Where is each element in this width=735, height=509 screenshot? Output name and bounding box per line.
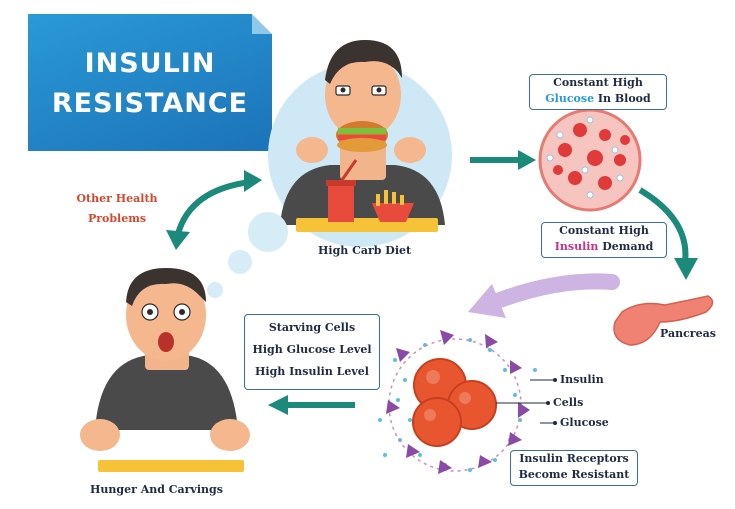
legend-insulin: Insulin <box>560 373 604 386</box>
label-other-health-problems: Other Health Problems <box>42 189 192 229</box>
legend-glucose: Glucose <box>560 416 609 429</box>
cells-box-line1: Starving Cells <box>268 321 356 334</box>
glucose-box-suffix: In Blood <box>594 92 651 105</box>
glucose-box-line2: Glucose In Blood <box>530 91 666 107</box>
title-line1: INSULIN <box>84 48 216 79</box>
label-hunger-and-carvings: Hunger And Carvings <box>90 483 223 496</box>
starving-cells-box: Starving Cells High Glucose Level High I… <box>244 314 380 390</box>
legend-cells: Cells <box>553 396 584 409</box>
insulin-box-line1: Constant High <box>559 224 649 237</box>
label-high-carb-diet: High Carb Diet <box>318 244 412 257</box>
insulin-box-line2: Insulin Demand <box>542 239 666 255</box>
arrow-blood-to-pancreas <box>638 187 698 280</box>
cells-cluster-illustration <box>378 330 537 474</box>
cells-box-line3: High Insulin Level <box>255 365 369 378</box>
other-health-line2: Problems <box>87 212 147 225</box>
title: INSULIN RESISTANCE <box>28 44 272 124</box>
thought-bubbles <box>207 212 288 298</box>
blood-glucose-illustration <box>538 108 642 212</box>
receptors-resistant-box: Insulin Receptors Become Resistant <box>510 450 638 486</box>
arrow-diet-to-glucose <box>470 150 536 170</box>
eating-person-illustration <box>268 40 452 247</box>
other-health-line1: Other Health <box>76 192 158 205</box>
receptors-box-line2: Become Resistant <box>518 468 630 481</box>
title-card <box>28 14 272 151</box>
hungry-person-illustration <box>80 268 250 472</box>
cells-box-line2: High Glucose Level <box>252 343 372 356</box>
glucose-box-line1: Constant High <box>553 76 643 89</box>
title-line2: RESISTANCE <box>51 88 249 119</box>
insulin-demand-box: Constant High Insulin Demand <box>541 222 667 258</box>
arrow-diet-to-other-health <box>166 170 262 250</box>
arrow-cells-to-hunger <box>268 395 355 415</box>
insulin-box-suffix: Demand <box>598 240 654 253</box>
insulin-highlight: Insulin <box>554 240 599 253</box>
arrow-pancreas-to-cells <box>468 273 620 318</box>
glucose-in-blood-box: Constant High Glucose In Blood <box>529 74 667 110</box>
legend-leaders <box>496 379 555 424</box>
glucose-highlight: Glucose <box>545 92 595 105</box>
label-pancreas: Pancreas <box>660 327 716 340</box>
pancreas-illustration <box>613 295 714 346</box>
receptors-box-line1: Insulin Receptors <box>519 452 629 465</box>
title-card-fold <box>252 14 272 34</box>
